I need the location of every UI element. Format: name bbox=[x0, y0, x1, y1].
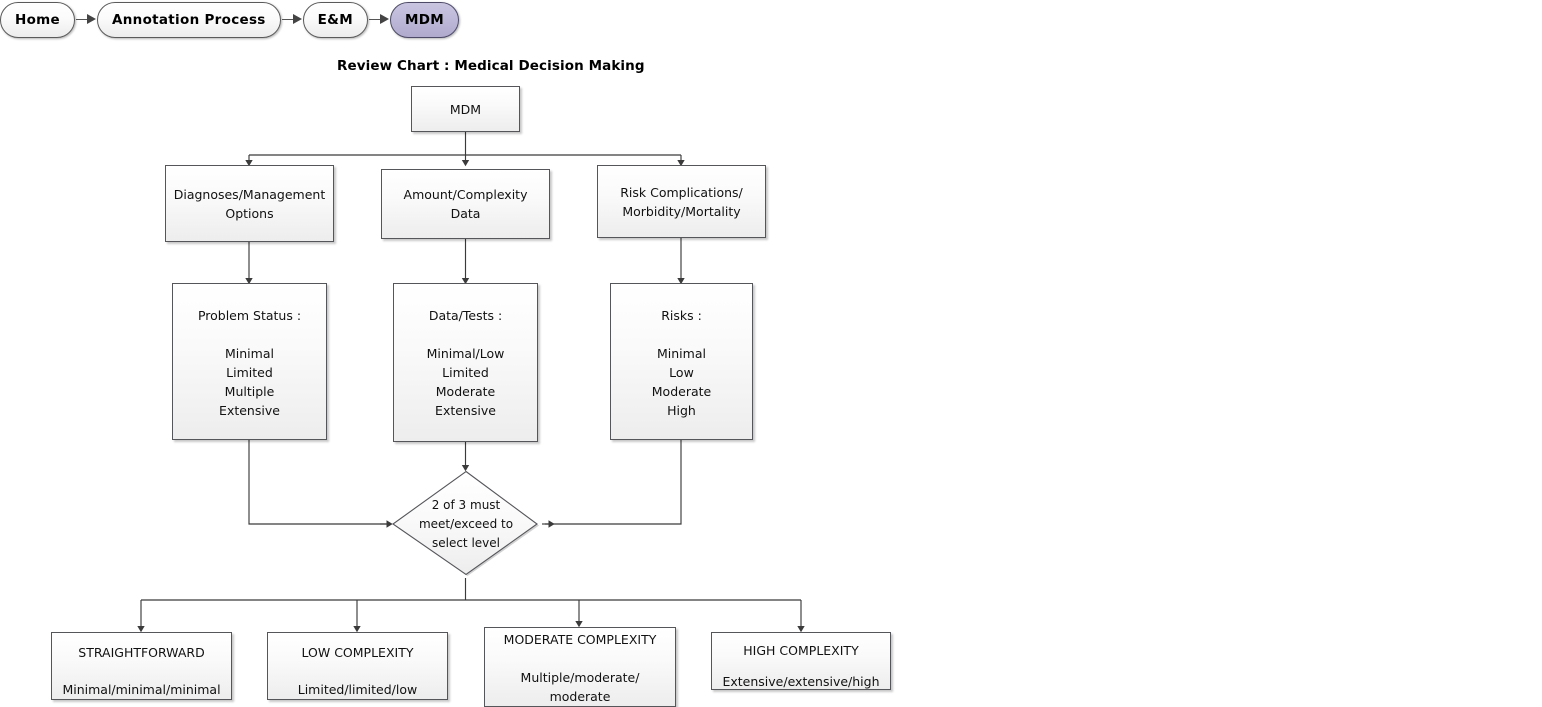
breadcrumb: Home Annotation Process E&M MDM bbox=[0, 0, 459, 40]
node-heading: MODERATE COMPLEXITY bbox=[503, 632, 657, 647]
node-detail: Multiple/moderate/ moderate bbox=[520, 670, 640, 704]
node-decision-two-of-three[interactable]: 2 of 3 must meet/exceed to select level bbox=[391, 470, 541, 578]
node-data-tests[interactable]: Data/Tests : Minimal/Low Limited Moderat… bbox=[393, 283, 538, 442]
diamond-shape bbox=[392, 470, 539, 576]
breadcrumb-item-annotation-process[interactable]: Annotation Process bbox=[97, 2, 281, 38]
node-low-complexity[interactable]: LOW COMPLEXITY Limited/limited/low bbox=[267, 632, 448, 700]
node-high-complexity[interactable]: HIGH COMPLEXITY Extensive/extensive/high bbox=[711, 632, 891, 690]
node-straightforward[interactable]: STRAIGHTFORWARD Minimal/minimal/minimal bbox=[51, 632, 232, 700]
node-items: Minimal/Low Limited Moderate Extensive bbox=[426, 346, 505, 418]
page-title: Review Chart : Medical Decision Making bbox=[337, 58, 645, 74]
breadcrumb-item-home[interactable]: Home bbox=[0, 2, 75, 38]
node-amount-complexity-data[interactable]: Amount/Complexity Data bbox=[381, 169, 550, 239]
node-detail: Minimal/minimal/minimal bbox=[62, 682, 221, 697]
node-risk-complications-morbidity-mortality[interactable]: Risk Complications/ Morbidity/Mortality bbox=[597, 165, 766, 238]
node-heading: Risks : bbox=[661, 308, 702, 323]
node-problem-status[interactable]: Problem Status : Minimal Limited Multipl… bbox=[172, 283, 327, 440]
node-items: Minimal Limited Multiple Extensive bbox=[219, 346, 280, 418]
breadcrumb-label: E&M bbox=[317, 12, 353, 28]
node-label: Diagnoses/Management Options bbox=[173, 186, 326, 221]
breadcrumb-label: Annotation Process bbox=[112, 12, 266, 28]
breadcrumb-item-em[interactable]: E&M bbox=[302, 2, 368, 38]
node-heading: LOW COMPLEXITY bbox=[301, 645, 414, 660]
node-risks[interactable]: Risks : Minimal Low Moderate High bbox=[610, 283, 753, 440]
node-heading: Data/Tests : bbox=[428, 308, 503, 323]
node-label: MDM bbox=[449, 101, 482, 117]
node-label: Amount/Complexity Data bbox=[403, 187, 528, 221]
breadcrumb-arrow-icon bbox=[281, 2, 303, 38]
node-heading: HIGH COMPLEXITY bbox=[743, 643, 859, 658]
node-label: Risk Complications/ Morbidity/Mortality bbox=[620, 184, 743, 219]
node-mdm[interactable]: MDM bbox=[411, 86, 520, 132]
node-moderate-complexity[interactable]: MODERATE COMPLEXITY Multiple/moderate/ m… bbox=[484, 627, 676, 707]
node-detail: Limited/limited/low bbox=[297, 682, 418, 697]
node-heading: Problem Status : bbox=[197, 308, 302, 323]
node-detail: Extensive/extensive/high bbox=[722, 674, 880, 689]
breadcrumb-arrow-icon bbox=[75, 2, 97, 38]
breadcrumb-item-mdm[interactable]: MDM bbox=[389, 2, 459, 38]
node-heading: STRAIGHTFORWARD bbox=[78, 645, 205, 660]
breadcrumb-arrow-icon bbox=[368, 2, 390, 38]
node-diagnoses-management-options[interactable]: Diagnoses/Management Options bbox=[165, 165, 334, 242]
node-items: Minimal Low Moderate High bbox=[651, 346, 712, 418]
breadcrumb-label: Home bbox=[15, 12, 60, 28]
node-label: 2 of 3 must meet/exceed to select level bbox=[418, 497, 514, 550]
breadcrumb-label: MDM bbox=[404, 12, 444, 28]
